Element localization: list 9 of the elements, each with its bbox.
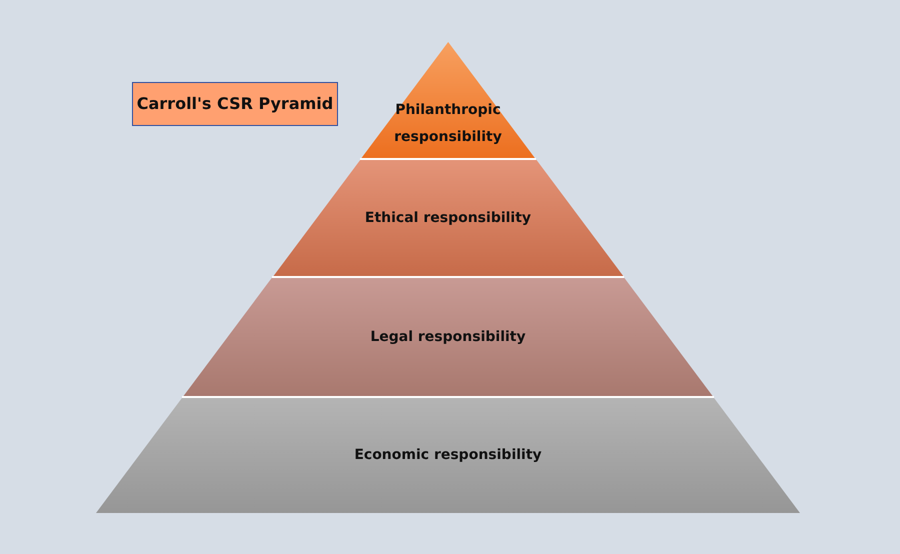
band-label: Ethical responsibility — [364, 209, 532, 228]
band-label: Economic responsibility — [353, 446, 543, 464]
pyramid-top-triangle — [360, 42, 536, 160]
pyramid-band — [272, 160, 624, 278]
pyramid-band — [96, 398, 800, 513]
band-label: Philanthropic responsibility — [393, 101, 503, 147]
title-box: Carroll's CSR Pyramid — [132, 82, 338, 126]
band-label: Legal responsibility — [369, 328, 527, 347]
pyramid-band — [182, 278, 714, 398]
